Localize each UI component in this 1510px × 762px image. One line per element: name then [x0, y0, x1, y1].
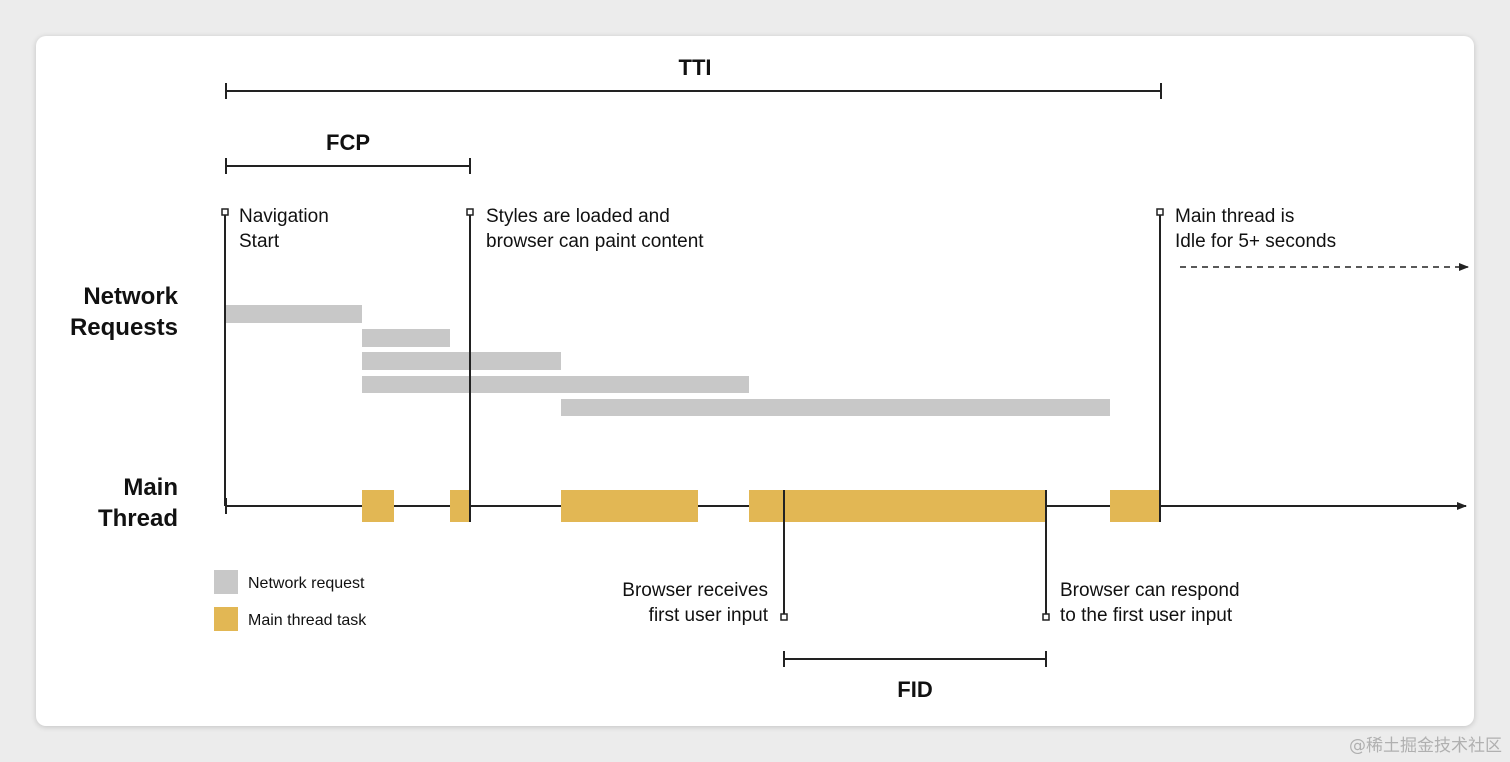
- svg-text:Navigation: Navigation: [239, 206, 329, 227]
- tti-bracket: TTI: [225, 55, 1162, 99]
- main-thread-task: [561, 490, 698, 522]
- svg-text:Start: Start: [239, 231, 280, 252]
- svg-text:Browser can respond: Browser can respond: [1060, 580, 1240, 601]
- watermark: @稀土掘金技术社区: [1349, 736, 1502, 756]
- network-requests: [226, 305, 1110, 416]
- svg-text:first user input: first user input: [649, 605, 769, 626]
- legend-network-label: Network request: [248, 575, 365, 592]
- main-thread-task: [450, 490, 470, 522]
- diagram-card: [36, 36, 1474, 726]
- fid-bracket: FID: [783, 651, 1047, 702]
- main-thread-task: [749, 490, 1047, 522]
- fcp-bracket: FCP: [225, 130, 471, 174]
- styles-loaded-marker: Styles are loaded and browser can paint …: [466, 206, 704, 522]
- fcp-label: FCP: [326, 130, 370, 155]
- main-thread-task: [362, 490, 394, 522]
- svg-text:Browser receives: Browser receives: [622, 580, 768, 601]
- navigation-start-marker: Navigation Start: [221, 206, 329, 506]
- first-input-marker: Browser receives first user input: [622, 490, 788, 626]
- svg-text:Network: Network: [83, 283, 178, 310]
- network-request-bar: [362, 376, 749, 393]
- network-requests-row-label: Network Requests: [70, 283, 179, 341]
- svg-text:to the first user input: to the first user input: [1060, 605, 1233, 626]
- main-thread-task: [1110, 490, 1160, 522]
- legend-network-swatch: [214, 570, 238, 594]
- network-request-bar: [362, 352, 561, 370]
- svg-text:browser can paint content: browser can paint content: [486, 231, 704, 252]
- fid-label: FID: [897, 677, 932, 702]
- main-thread-row-label: Main Thread: [98, 474, 178, 532]
- svg-text:Styles are loaded and: Styles are loaded and: [486, 206, 670, 227]
- main-thread-idle-marker: Main thread is Idle for 5+ seconds: [1156, 206, 1469, 522]
- svg-text:Thread: Thread: [98, 505, 178, 532]
- legend-task-label: Main thread task: [248, 612, 367, 629]
- tti-label: TTI: [679, 55, 712, 80]
- svg-text:Main thread is: Main thread is: [1175, 206, 1294, 227]
- svg-text:Idle for 5+ seconds: Idle for 5+ seconds: [1175, 231, 1336, 252]
- legend-task-swatch: [214, 607, 238, 631]
- network-request-bar: [226, 305, 362, 323]
- network-request-bar: [561, 399, 1110, 416]
- svg-text:Requests: Requests: [70, 314, 178, 341]
- svg-text:Main: Main: [123, 474, 178, 501]
- respond-marker: Browser can respond to the first user in…: [1042, 490, 1240, 626]
- network-request-bar: [362, 329, 450, 347]
- main-thread-tasks: [362, 490, 1160, 522]
- legend: Network request Main thread task: [214, 570, 367, 631]
